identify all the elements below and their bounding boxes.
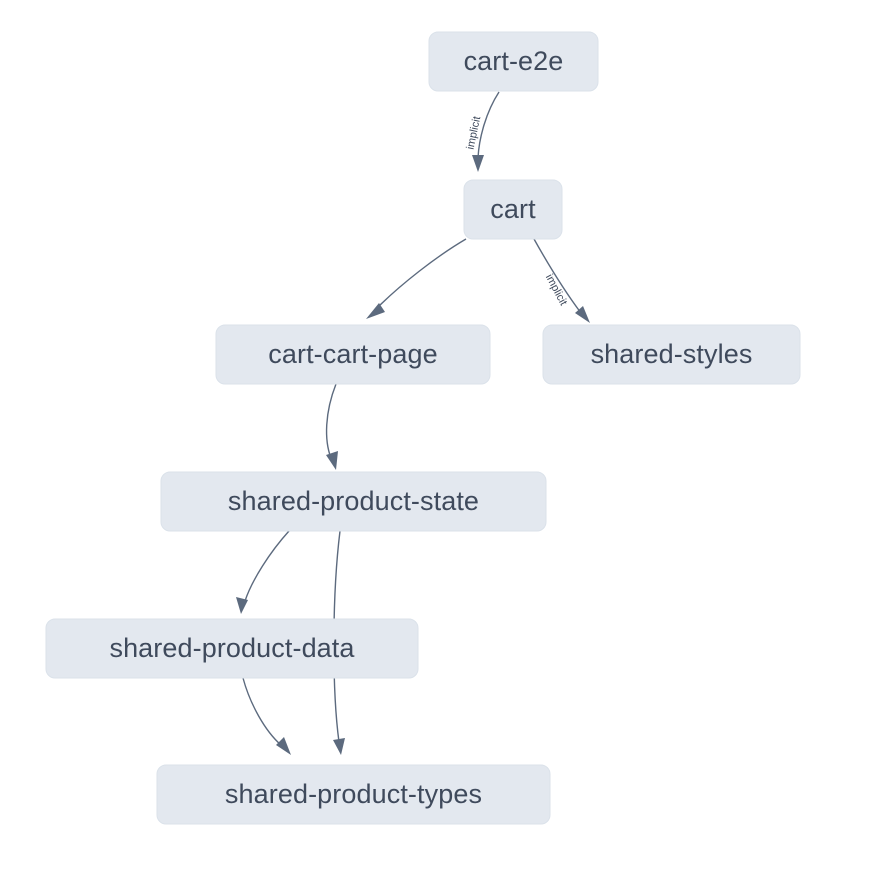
graph-node-shared-styles[interactable]: shared-styles (542, 324, 801, 385)
edge-cart-cart-page-to-shared-product-state (325, 383, 338, 470)
node-box[interactable] (215, 324, 491, 385)
edge-path (375, 238, 467, 310)
edge-path (533, 238, 582, 314)
edge-shared-product-data-to-shared-product-types (242, 677, 291, 755)
arrowhead-icon (366, 303, 385, 319)
graph-node-shared-product-types[interactable]: shared-product-types (156, 764, 551, 825)
edge-cart-to-cart-cart-page (366, 238, 467, 319)
arrowhead-icon (472, 155, 484, 172)
node-label: cart (490, 194, 536, 224)
edge-cart-to-shared-styles: implicit (533, 238, 590, 323)
node-label: shared-product-data (109, 633, 355, 663)
arrowhead-icon (326, 451, 338, 470)
edge-path (242, 677, 282, 746)
arrowhead-icon (575, 306, 590, 323)
edge-label-implicit-1: implicit (465, 115, 484, 150)
node-box[interactable] (428, 31, 599, 92)
node-label: cart-e2e (464, 46, 564, 76)
graph-node-shared-product-data[interactable]: shared-product-data (45, 618, 419, 679)
edge-cart-e2e-to-cart: implicit (465, 91, 500, 172)
node-box[interactable] (542, 324, 801, 385)
arrowhead-icon (236, 597, 248, 614)
edge-path (325, 383, 337, 459)
graph-node-cart-e2e[interactable]: cart-e2e (428, 31, 599, 92)
node-box[interactable] (156, 764, 551, 825)
arrowhead-icon (333, 738, 345, 755)
edge-path (477, 91, 500, 159)
node-label: shared-product-types (225, 779, 482, 809)
graph-node-shared-product-state[interactable]: shared-product-state (160, 471, 547, 532)
node-box[interactable] (160, 471, 547, 532)
graph-node-cart-cart-page[interactable]: cart-cart-page (215, 324, 491, 385)
graph-node-cart[interactable]: cart (463, 179, 563, 240)
node-box[interactable] (463, 179, 563, 240)
node-label: shared-styles (591, 339, 753, 369)
node-label: shared-product-state (228, 486, 479, 516)
node-label: cart-cart-page (268, 339, 437, 369)
edge-shared-product-state-to-shared-product-data (236, 530, 290, 614)
edge-path (244, 530, 290, 602)
node-box[interactable] (45, 618, 419, 679)
arrowhead-icon (276, 737, 291, 755)
